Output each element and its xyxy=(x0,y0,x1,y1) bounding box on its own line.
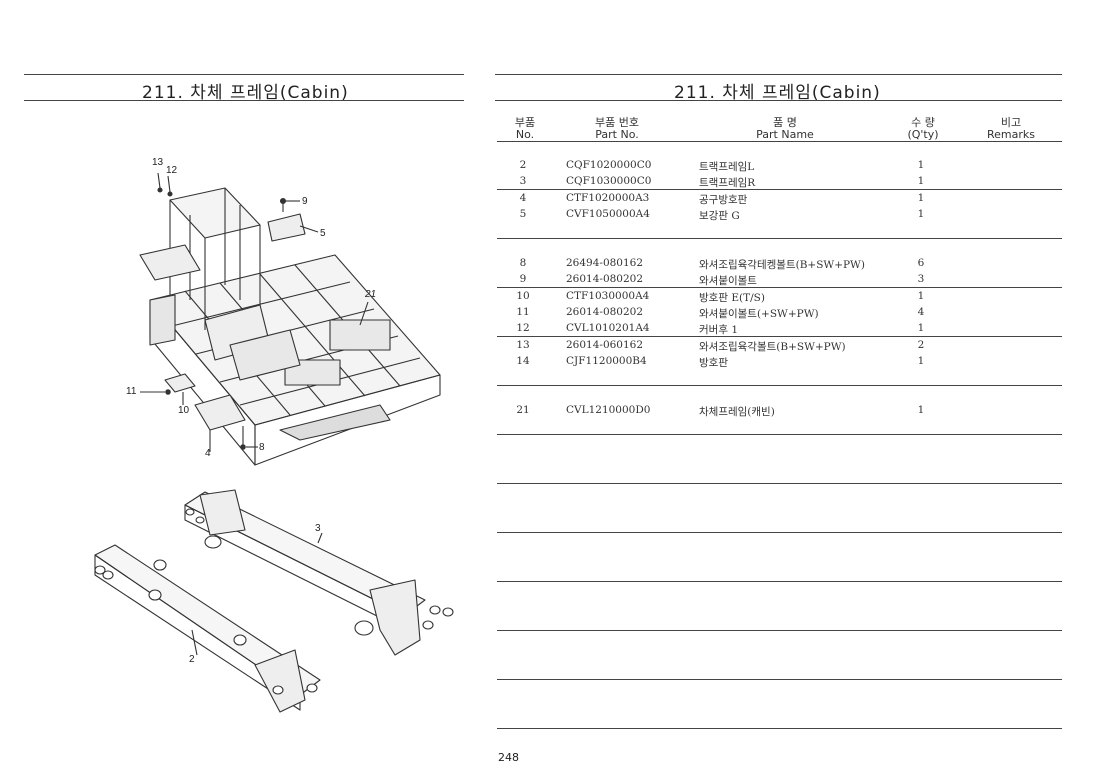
row-group-rule xyxy=(497,434,1062,435)
plate-10 xyxy=(164,373,196,393)
row-group-rule xyxy=(497,679,1062,680)
callout-12: 12 xyxy=(166,165,178,176)
title-rule-top-left xyxy=(24,74,464,75)
callout-21: 21 xyxy=(365,289,377,300)
row-group-rule xyxy=(497,728,1062,729)
plate-4 xyxy=(194,394,246,431)
plate-5 xyxy=(267,213,306,242)
row-group-rule xyxy=(497,630,1062,631)
header-rule xyxy=(497,141,1062,142)
callout-4: 4 xyxy=(205,448,211,459)
row-group-rule xyxy=(497,189,1062,190)
callout-10: 10 xyxy=(178,405,190,416)
callout-13: 13 xyxy=(152,157,164,168)
row-group-rule xyxy=(497,287,1062,288)
callout-11: 11 xyxy=(126,386,137,397)
right-page-title: 211. 차체 프레임(Cabin) xyxy=(674,83,881,103)
header-qty: 수 량(Q'ty) xyxy=(907,116,939,141)
page-number: 248 xyxy=(498,751,519,764)
row-group-rule xyxy=(497,483,1062,484)
row-group-rule xyxy=(497,581,1062,582)
track-frame-2-drawing xyxy=(94,544,321,713)
title-rule-top-right xyxy=(495,74,1062,75)
row-group-rule xyxy=(497,238,1062,239)
track-frame-3-drawing xyxy=(184,489,454,656)
left-page-title: 211. 차체 프레임(Cabin) xyxy=(142,83,349,103)
callout-2: 2 xyxy=(189,654,195,665)
row-group-rule xyxy=(497,532,1062,533)
callout-3: 3 xyxy=(315,523,321,534)
row-group-rule xyxy=(497,385,1062,386)
row-group-rule xyxy=(497,336,1062,337)
title-rule-bottom-left xyxy=(24,100,464,101)
cabin-upper-structure xyxy=(139,187,301,381)
callout-5: 5 xyxy=(320,228,326,239)
title-rule-bottom-right xyxy=(495,100,1062,101)
cabin-frame-illustration xyxy=(94,172,454,713)
frame-21-drawing xyxy=(149,254,441,466)
callout-8: 8 xyxy=(259,442,265,453)
callout-9: 9 xyxy=(302,196,308,207)
